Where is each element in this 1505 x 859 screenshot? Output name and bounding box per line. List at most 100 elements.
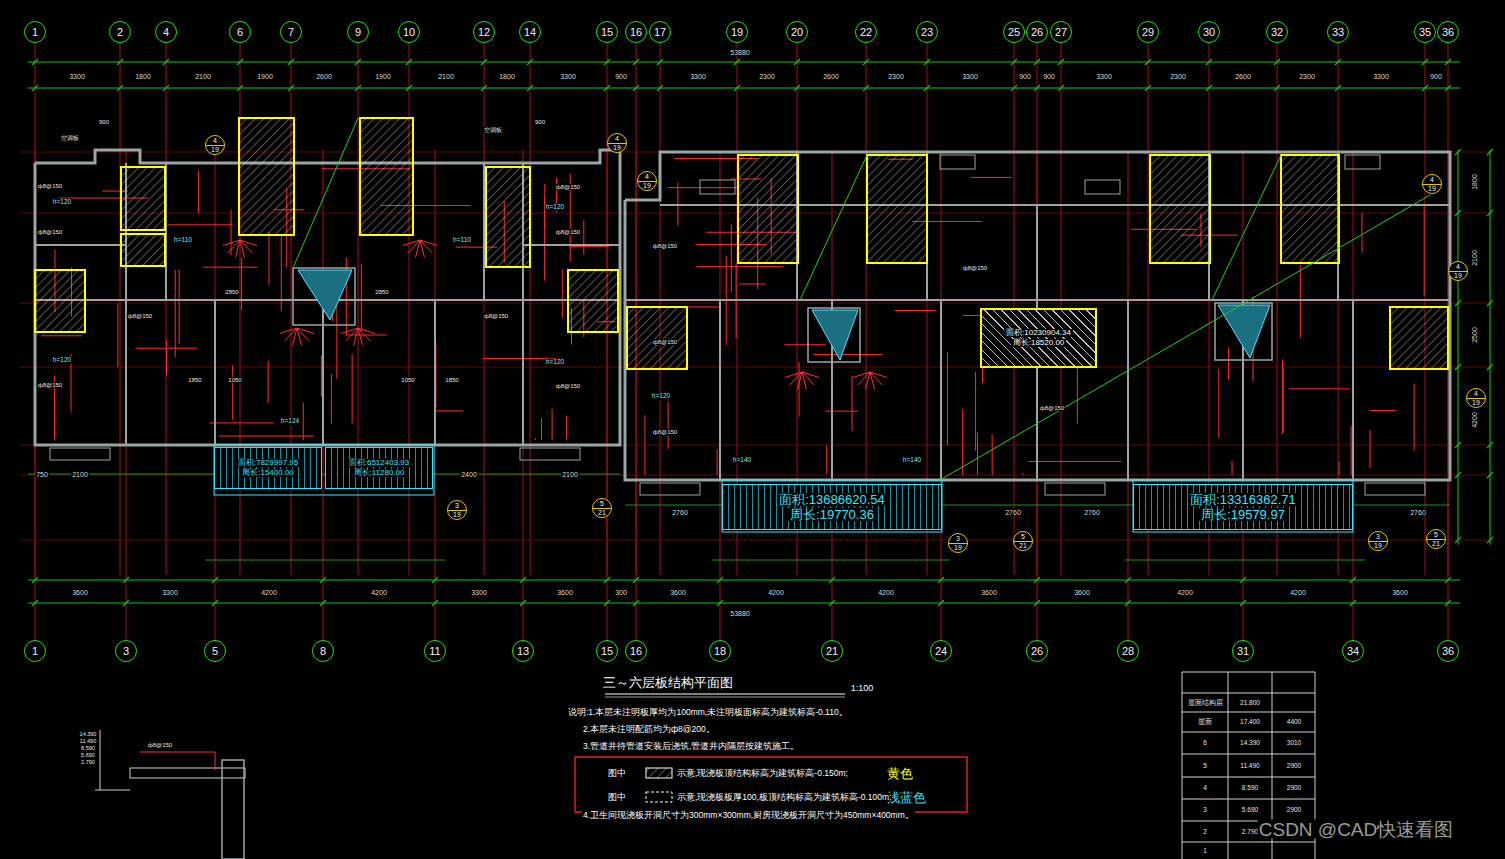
elevation-line <box>100 730 101 790</box>
slab-thickness: h=120 <box>545 359 565 366</box>
wall-line <box>523 244 620 246</box>
dimension-text: 2600 <box>315 73 333 80</box>
shaft-opening <box>1218 305 1270 358</box>
table-cell: 21.800 <box>1239 700 1261 707</box>
axis-line <box>20 367 1492 368</box>
window-opening <box>700 180 735 194</box>
drawing-title: 三～六层板结构平面图 <box>602 676 734 689</box>
stair-diagonal <box>1212 155 1281 300</box>
wall-line <box>322 300 324 445</box>
table-cell: 6 <box>1202 740 1208 747</box>
axis-bubble: 14 <box>519 21 541 43</box>
rebar-text: ф8@150 <box>147 742 173 748</box>
area-text: 面积:13316362.71 <box>1188 493 1298 506</box>
table-cell: 2 <box>1202 829 1208 836</box>
axis-number: 19 <box>731 27 743 38</box>
dimension-tick <box>1445 85 1451 91</box>
axis-number: 6 <box>237 27 243 38</box>
callout-number: 4 <box>1456 263 1460 270</box>
stair-fan <box>223 240 240 246</box>
rebar-line <box>1414 384 1415 451</box>
axis-line <box>832 150 833 641</box>
detail-callout: 319 <box>948 533 968 553</box>
rebar-text: ф8@150 <box>555 383 581 389</box>
callout-divider <box>448 510 466 511</box>
callout-number: 5 <box>600 500 604 507</box>
dimension-text: 3300 <box>161 589 179 596</box>
area-text: 周长:19770.36 <box>788 508 876 521</box>
wall-line <box>35 244 126 246</box>
area-text: 周长:18520.00 <box>1011 339 1067 347</box>
axis-number: 26 <box>1031 646 1043 657</box>
axis-bubble: 18 <box>709 640 731 662</box>
axis-bubble: 10 <box>398 21 420 43</box>
dimension-text: 2760 <box>1083 509 1101 516</box>
rebar-text: ф8@150 <box>962 265 988 271</box>
window-opening <box>1045 483 1105 495</box>
rebar-text: ф8@150 <box>555 184 581 190</box>
dimension-tick <box>1274 59 1280 65</box>
dimension-text: 900 <box>1429 73 1443 80</box>
highlight-box <box>575 757 967 812</box>
lowered-slab <box>121 167 165 230</box>
lowered-slab <box>627 307 687 369</box>
dimension-line <box>1458 150 1459 545</box>
axis-number: 28 <box>1122 646 1134 657</box>
dimension-text: 2300 <box>758 73 776 80</box>
dimension-tick <box>829 600 835 606</box>
axis-number: 3 <box>123 646 129 657</box>
axis-line <box>720 150 721 641</box>
dimension-text: 2100 <box>194 73 212 80</box>
rebar-line <box>303 403 304 440</box>
detail-callout: 319 <box>447 500 467 520</box>
table-line <box>1182 842 1315 843</box>
callout-number: 4 <box>213 137 217 144</box>
elevation-text: 2.790 <box>80 760 96 766</box>
wall-line <box>214 300 216 445</box>
axis-bubble: 11 <box>424 640 446 662</box>
table-cell: 2.790 <box>1241 829 1259 836</box>
window-opening <box>940 155 975 169</box>
note-text: 2.本层未注明配筋均为ф8@200。 <box>582 725 716 734</box>
axis-bubble: 29 <box>1137 21 1159 43</box>
rebar-line <box>352 354 353 424</box>
axis-bubble: 7 <box>280 21 302 43</box>
axis-line <box>484 43 485 575</box>
axis-bubble: 3 <box>115 640 137 662</box>
callout-number: 19 <box>613 144 621 151</box>
slab-thickness: h=120 <box>651 393 671 400</box>
wall-line <box>940 300 942 480</box>
lowered-slab <box>239 118 294 235</box>
axis-bubble: 16 <box>625 640 647 662</box>
dimension-text: 2100 <box>437 73 455 80</box>
axis-number: 29 <box>1142 27 1154 38</box>
rebar-line <box>210 422 274 423</box>
dimension-tick <box>734 85 740 91</box>
rebar-line <box>569 246 609 247</box>
stair-fan <box>297 328 301 345</box>
dimension-tick <box>1058 59 1064 65</box>
axis-number: 12 <box>478 27 490 38</box>
balcony-outline <box>1133 480 1353 532</box>
stair-fan <box>280 328 297 334</box>
dimension-tick <box>237 59 243 65</box>
dimension-text: 2600 <box>1234 73 1252 80</box>
callout-divider <box>949 543 967 544</box>
dimension-text: 4200 <box>767 589 785 596</box>
dimension-text: 3300 <box>559 73 577 80</box>
dimension-tick <box>794 85 800 91</box>
dimension-tick <box>1206 85 1212 91</box>
callout-number: 21 <box>598 509 606 516</box>
rebar-text: ф8@150 <box>483 313 509 319</box>
legend-text: 示意,现浇板顶结构标高为建筑标高-0.150m; <box>676 769 849 778</box>
axis-bubble: 33 <box>1327 21 1349 43</box>
dimension-tick <box>163 85 169 91</box>
axis-number: 20 <box>791 27 803 38</box>
dimension-tick <box>1455 300 1461 306</box>
table-cell: 4 <box>1202 785 1208 792</box>
axis-number: 11 <box>429 646 440 657</box>
dimension-tick <box>1487 472 1493 478</box>
dimension-tick <box>355 59 361 65</box>
rebar-line <box>992 434 993 475</box>
dimension-tick <box>481 85 487 91</box>
